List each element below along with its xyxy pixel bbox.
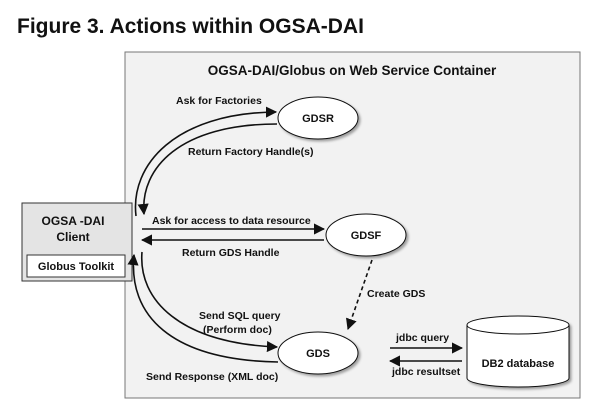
label-send-sql-line1: Send SQL query (199, 310, 281, 322)
label-jdbc-query: jdbc query (395, 332, 449, 344)
container-label: OGSA-DAI/Globus on Web Service Container (208, 63, 497, 78)
label-return-gds-handle: Return GDS Handle (182, 247, 280, 259)
arrow-ask-factories (134, 106, 278, 217)
db2-database-cylinder (466, 315, 570, 388)
label-create-gds: Create GDS (367, 288, 425, 300)
label-send-response: Send Response (XML doc) (146, 371, 278, 383)
node-gdsf-label: GDSF (351, 230, 382, 242)
arrow-create-gds (346, 259, 373, 331)
globus-toolkit-box (26, 254, 126, 278)
node-gds: GDS (277, 331, 359, 375)
label-return-factory-handle: Return Factory Handle(s) (188, 146, 313, 158)
db2-database-label: DB2 database (482, 358, 555, 370)
globus-toolkit-label: Globus Toolkit (38, 261, 115, 273)
label-jdbc-resultset: jdbc resultset (391, 366, 461, 378)
client-label-line2: Client (56, 230, 89, 244)
arrow-send-sql (141, 251, 279, 353)
node-gds-label: GDS (306, 348, 330, 360)
client-label-line1: OGSA -DAI (42, 214, 105, 228)
client-box: OGSA -DAI Client Globus Toolkit (21, 202, 133, 282)
label-send-sql-line2: (Perform doc) (203, 324, 272, 336)
node-gdsf: GDSF (325, 213, 407, 257)
label-ask-access: Ask for access to data resource (152, 215, 311, 227)
node-gdsr-label: GDSR (302, 113, 334, 125)
arrow-return-factory-handle (137, 123, 278, 216)
node-gdsr: GDSR (277, 96, 359, 140)
figure-title: Figure 3. Actions within OGSA-DAI (17, 15, 364, 38)
arrow-send-response (127, 253, 279, 363)
label-ask-factories: Ask for Factories (176, 95, 262, 107)
